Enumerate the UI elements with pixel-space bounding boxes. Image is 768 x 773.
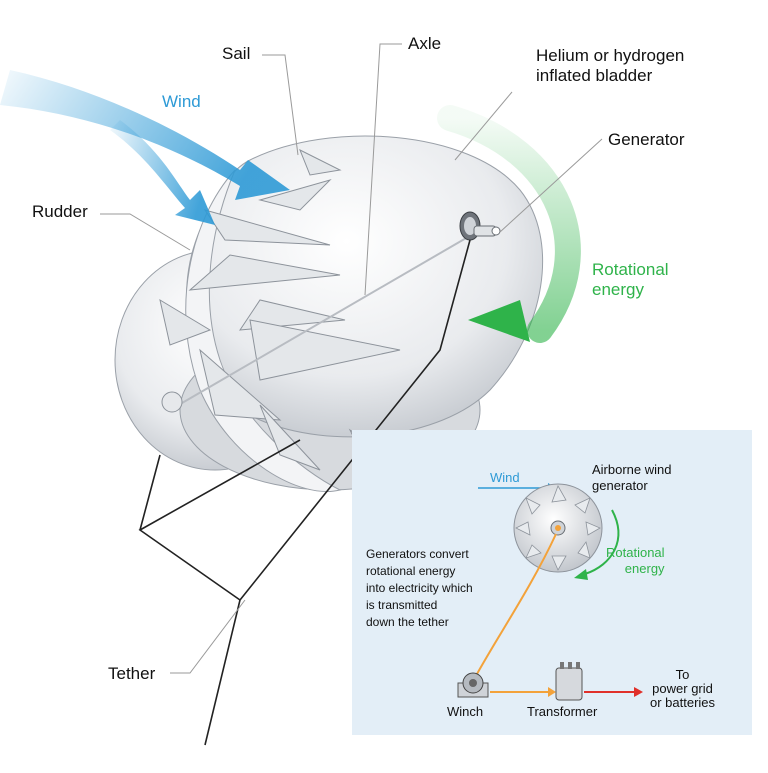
inset-panel — [352, 430, 752, 735]
rotation-arrowhead — [468, 300, 530, 342]
label-sail: Sail — [222, 44, 251, 63]
winch-icon — [457, 672, 489, 698]
inset-label-wind: Wind — [490, 470, 520, 485]
rotation-arc — [437, 105, 581, 343]
rear-hub — [161, 391, 183, 413]
transformer-icon — [555, 662, 583, 701]
inset-tether — [471, 533, 557, 684]
wind-arrows — [0, 70, 290, 225]
inset-description: Generators convert rotational energy int… — [366, 547, 473, 629]
mini-generator — [513, 483, 603, 573]
inset-title: Airborne wind generator — [592, 462, 672, 493]
inset-background — [352, 430, 752, 735]
inset-label-destination: To power grid or batteries — [650, 667, 716, 710]
inset-label-rotational-energy: Rotational energy — [606, 545, 665, 576]
label-bladder: Helium or hydrogen inflated bladder — [536, 46, 685, 85]
leader-lines — [100, 43, 603, 674]
tether-lines — [138, 239, 471, 746]
label-rudder: Rudder — [32, 202, 88, 221]
inset-label-winch: Winch — [447, 704, 484, 719]
inset-label-transformer: Transformer — [527, 704, 598, 719]
label-tether: Tether — [108, 664, 156, 683]
label-axle: Axle — [408, 34, 442, 53]
label-rotational-energy: Rotational energy — [592, 260, 669, 299]
label-wind: Wind — [162, 92, 201, 111]
inset-rotation-arc — [584, 509, 620, 575]
axle-line — [169, 229, 481, 411]
label-generator: Generator — [608, 130, 685, 149]
